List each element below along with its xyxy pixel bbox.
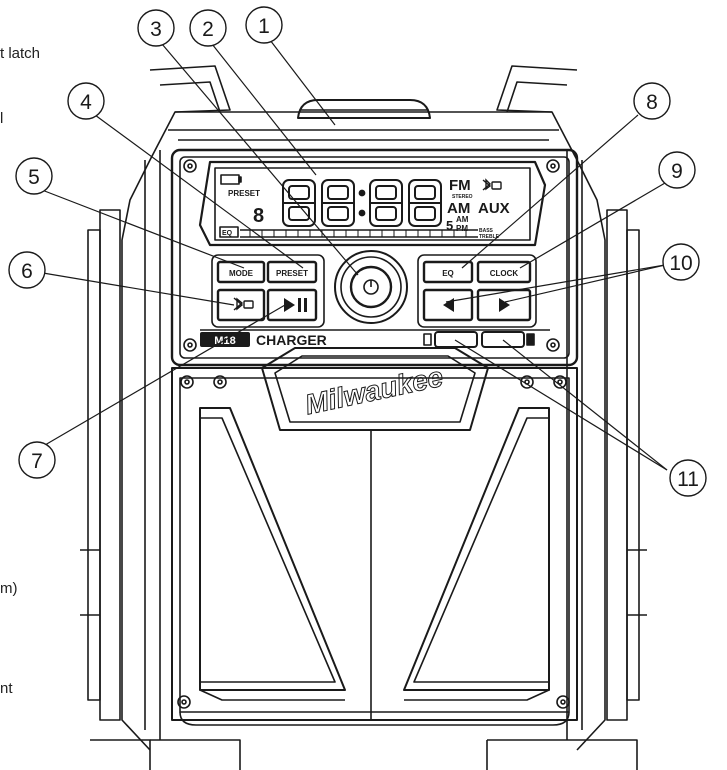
lcd-treble-label: TREBLE: [479, 234, 500, 240]
play-icon: [284, 298, 295, 312]
charge-slot-right: [481, 331, 525, 348]
callout-9: 9: [671, 160, 683, 183]
lcd-bass-label: BASS: [479, 228, 494, 234]
pause-bar-icon: [298, 298, 301, 312]
margin-text-m: m): [0, 580, 18, 597]
eq-button-label: EQ: [442, 269, 454, 278]
lcd-am-small: AM: [456, 215, 469, 224]
mode-button[interactable]: [216, 260, 266, 284]
screw-icon: [553, 375, 567, 389]
screw-icon: [183, 159, 197, 173]
prev-arrow-icon: [443, 298, 454, 312]
screw-icon: [546, 338, 560, 352]
lcd-band-fm: FM: [449, 177, 471, 194]
prev-button[interactable]: [422, 288, 474, 322]
callout-7: 7: [31, 450, 43, 473]
clock-button-label: CLOCK: [490, 269, 519, 278]
callout-6: 6: [21, 260, 33, 283]
preset-button[interactable]: [266, 260, 318, 284]
margin-text-l: l: [0, 110, 4, 127]
callout-4: 4: [80, 91, 92, 114]
lcd-preset-label: PRESET: [228, 189, 260, 198]
charge-slot-left: [434, 331, 478, 348]
lcd-band-aux: AUX: [478, 200, 510, 217]
lcd-pm-small: PM: [456, 224, 468, 233]
screw-icon: [213, 375, 227, 389]
play-pause-button[interactable]: [266, 288, 318, 322]
next-button[interactable]: [476, 288, 532, 322]
lcd-preset-digit: 8: [253, 205, 264, 227]
left-button-cluster: [211, 254, 325, 328]
bluetooth-button[interactable]: [216, 288, 266, 322]
callout-leaders: [41, 39, 668, 471]
callout-10: 10: [669, 252, 692, 275]
screw-icon: [556, 695, 570, 709]
screw-icon: [183, 338, 197, 352]
battery-full-icon: [526, 333, 535, 346]
callout-8: 8: [646, 91, 658, 114]
screw-icon: [520, 375, 534, 389]
lcd-stereo-label: STEREO: [452, 194, 473, 200]
callout-3: 3: [150, 18, 162, 41]
preset-button-label: PRESET: [276, 269, 308, 278]
charger-strip: [200, 329, 550, 348]
power-knob[interactable]: [334, 250, 408, 324]
lcd-band-am: AM: [447, 200, 470, 217]
battery-empty-icon: [423, 333, 432, 346]
seven-segment-digits: [282, 179, 442, 227]
lcd-eq-label: EQ: [222, 230, 233, 237]
bluetooth-icon: [233, 297, 254, 311]
next-arrow-icon: [499, 298, 510, 312]
lcd-bluetooth-icon: [482, 178, 502, 191]
screw-icon: [177, 695, 191, 709]
screw-icon: [546, 159, 560, 173]
callout-circles: [8, 6, 707, 497]
speaker-section: [171, 347, 578, 726]
clock-button[interactable]: [476, 260, 532, 284]
margin-text-latch: t latch: [0, 45, 41, 62]
callout-1: 1: [258, 15, 270, 38]
callout-5: 5: [28, 166, 40, 189]
right-button-cluster: [417, 254, 537, 328]
milwaukee-logo: Milwaukee: [302, 361, 445, 420]
callout-2: 2: [202, 18, 214, 41]
control-panel: [170, 148, 579, 367]
charger-label: CHARGER: [256, 332, 327, 348]
lcd-small-digit: 5: [446, 218, 453, 233]
screw-icon: [180, 375, 194, 389]
mode-button-label: MODE: [229, 269, 254, 278]
roll-cage: [80, 65, 647, 770]
margin-text-nt: nt: [0, 680, 13, 697]
callout-numbers: 1 2 3 4 5 6 7 8 9 10 11: [21, 15, 699, 491]
callout-11: 11: [677, 468, 699, 491]
eq-button[interactable]: [422, 260, 474, 284]
m18-badge: M18: [214, 335, 235, 347]
eq-level-bar: [249, 230, 467, 237]
